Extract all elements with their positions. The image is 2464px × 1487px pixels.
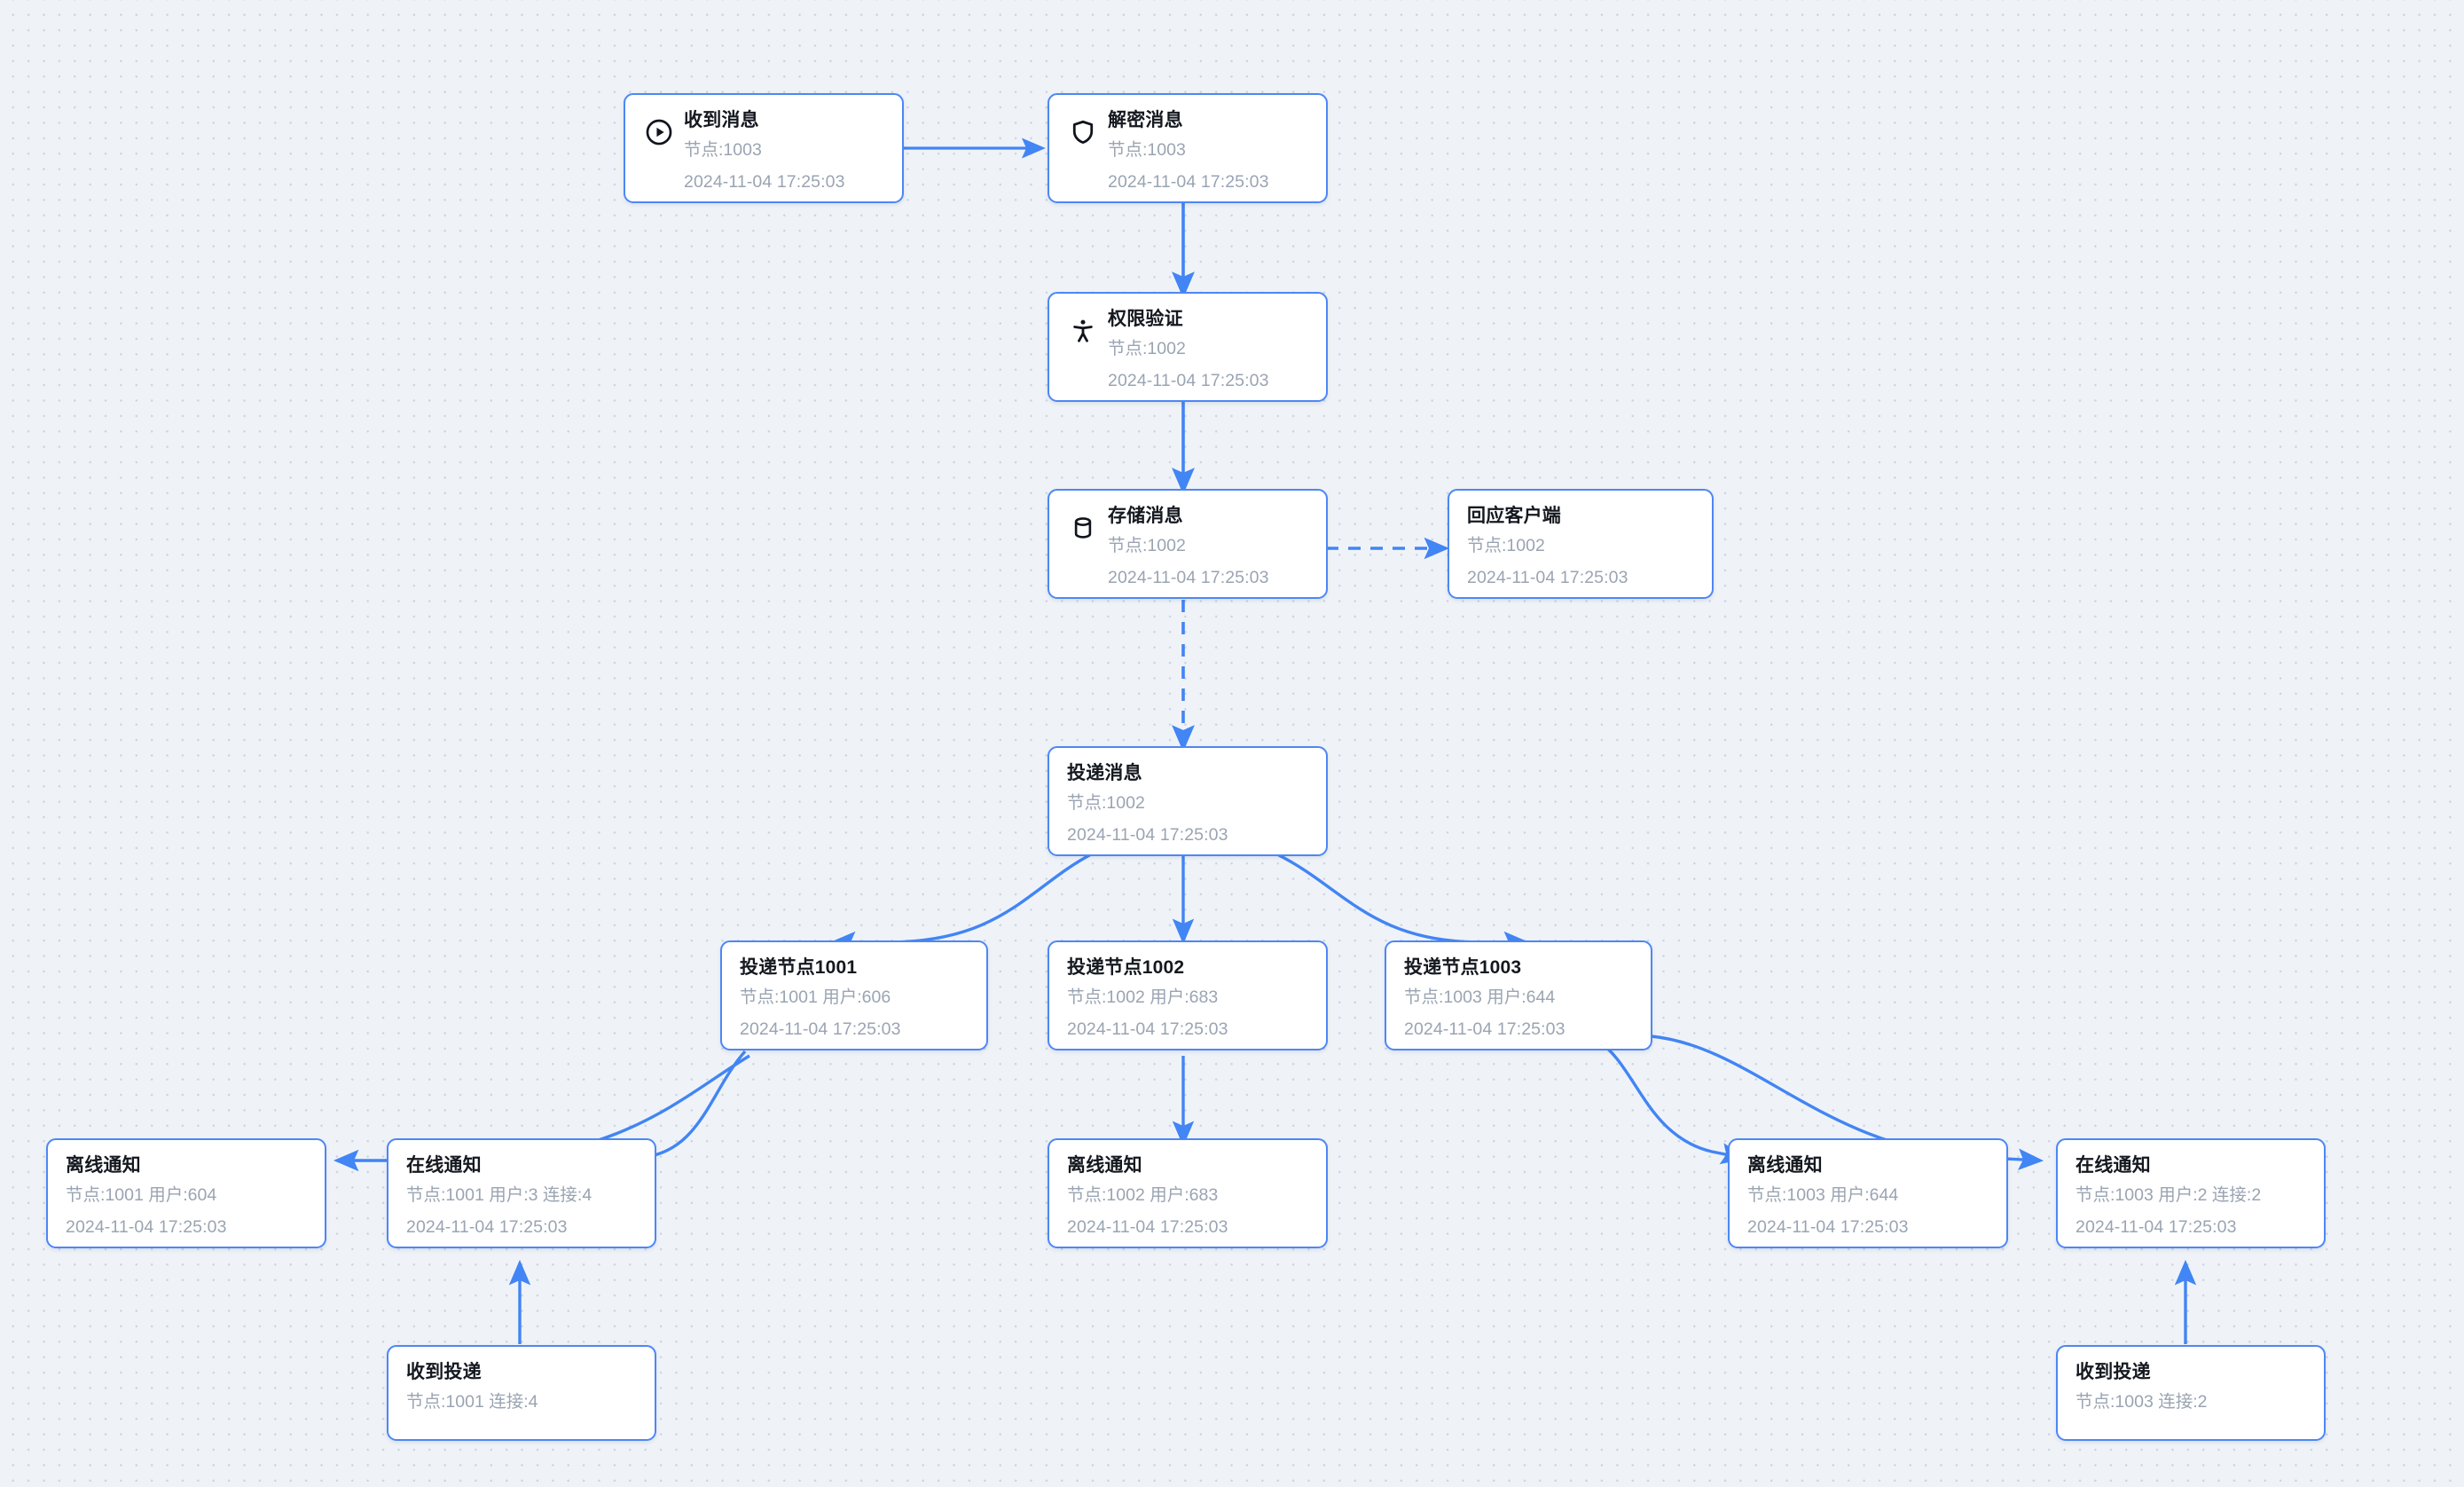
node-title: 投递节点1001 — [740, 957, 858, 978]
node-body: 收到消息 节点:1003 2024-11-04 17:25:03 — [684, 107, 845, 198]
node-reply-client[interactable]: 回应客户端 节点:1002 2024-11-04 17:25:03 — [1448, 489, 1714, 599]
node-time: 2024-11-04 17:25:03 — [66, 1217, 227, 1237]
node-time: 2024-11-04 17:25:03 — [1747, 1217, 1909, 1237]
node-deliver-message[interactable]: 投递消息 节点:1002 2024-11-04 17:25:03 — [1048, 746, 1328, 856]
node-meta: 节点:1002 用户:683 — [1067, 1185, 1219, 1205]
node-title: 投递消息 — [1067, 763, 1142, 783]
node-receive-delivery-1001[interactable]: 收到投递 节点:1001 连接:4 — [387, 1345, 656, 1441]
node-time: 2024-11-04 17:25:03 — [2076, 1217, 2237, 1237]
node-body: 收到投递 节点:1001 连接:4 — [406, 1359, 538, 1418]
node-permission-verify[interactable]: 权限验证 节点:1002 2024-11-04 17:25:03 — [1048, 292, 1328, 402]
node-time: 2024-11-04 17:25:03 — [1108, 172, 1269, 192]
node-meta: 节点:1003 — [1108, 140, 1186, 160]
node-time: 2024-11-04 17:25:03 — [1404, 1019, 1566, 1039]
node-title: 回应客户端 — [1467, 506, 1561, 526]
node-body: 回应客户端 节点:1002 2024-11-04 17:25:03 — [1467, 503, 1628, 594]
node-meta: 节点:1003 — [684, 140, 762, 160]
node-receive-message[interactable]: 收到消息 节点:1003 2024-11-04 17:25:03 — [624, 93, 904, 203]
node-meta: 节点:1001 用户:604 — [66, 1185, 217, 1205]
node-meta: 节点:1001 用户:606 — [740, 987, 891, 1007]
node-body: 离线通知 节点:1002 用户:683 2024-11-04 17:25:03 — [1067, 1153, 1228, 1243]
node-time: 2024-11-04 17:25:03 — [1108, 568, 1269, 587]
node-meta: 节点:1003 连接:2 — [2076, 1392, 2208, 1412]
node-deliver-node-1003[interactable]: 投递节点1003 节点:1003 用户:644 2024-11-04 17:25… — [1385, 940, 1652, 1050]
node-title: 收到消息 — [684, 110, 759, 130]
node-body: 离线通知 节点:1001 用户:604 2024-11-04 17:25:03 — [66, 1153, 227, 1243]
node-title: 存储消息 — [1108, 506, 1183, 526]
node-meta: 节点:1001 用户:3 连接:4 — [406, 1185, 592, 1205]
node-title: 离线通知 — [1747, 1155, 1823, 1176]
node-time: 2024-11-04 17:25:03 — [740, 1019, 901, 1039]
node-title: 在线通知 — [406, 1155, 482, 1176]
node-time: 2024-11-04 17:25:03 — [406, 1217, 568, 1237]
node-title: 收到投递 — [2076, 1362, 2151, 1382]
node-deliver-node-1002[interactable]: 投递节点1002 节点:1002 用户:683 2024-11-04 17:25… — [1048, 940, 1328, 1050]
node-body: 在线通知 节点:1003 用户:2 连接:2 2024-11-04 17:25:… — [2076, 1153, 2261, 1243]
node-time: 2024-11-04 17:25:03 — [684, 172, 845, 192]
node-meta: 节点:1003 用户:2 连接:2 — [2076, 1185, 2262, 1205]
node-body: 投递节点1002 节点:1002 用户:683 2024-11-04 17:25… — [1067, 955, 1228, 1045]
node-meta: 节点:1003 用户:644 — [1404, 987, 1556, 1007]
node-title: 离线通知 — [66, 1155, 141, 1176]
node-body: 权限验证 节点:1002 2024-11-04 17:25:03 — [1108, 306, 1269, 397]
node-title: 权限验证 — [1108, 309, 1183, 329]
node-offline-notify-1003[interactable]: 离线通知 节点:1003 用户:644 2024-11-04 17:25:03 — [1728, 1138, 2008, 1248]
node-meta: 节点:1002 — [1467, 536, 1545, 555]
node-time: 2024-11-04 17:25:03 — [1067, 1019, 1228, 1039]
node-offline-notify-1002[interactable]: 离线通知 节点:1002 用户:683 2024-11-04 17:25:03 — [1048, 1138, 1328, 1248]
node-title: 投递节点1002 — [1067, 957, 1185, 978]
node-body: 存储消息 节点:1002 2024-11-04 17:25:03 — [1108, 503, 1269, 594]
node-body: 在线通知 节点:1001 用户:3 连接:4 2024-11-04 17:25:… — [406, 1153, 592, 1243]
node-time: 2024-11-04 17:25:03 — [1067, 825, 1228, 845]
node-body: 投递节点1003 节点:1003 用户:644 2024-11-04 17:25… — [1404, 955, 1566, 1045]
node-meta: 节点:1002 — [1067, 793, 1145, 813]
node-body: 收到投递 节点:1003 连接:2 — [2076, 1359, 2207, 1418]
node-title: 在线通知 — [2076, 1155, 2151, 1176]
node-title: 投递节点1003 — [1404, 957, 1522, 978]
node-body: 离线通知 节点:1003 用户:644 2024-11-04 17:25:03 — [1747, 1153, 1909, 1243]
node-body: 投递节点1001 节点:1001 用户:606 2024-11-04 17:25… — [740, 955, 901, 1045]
node-offline-notify-1001[interactable]: 离线通知 节点:1001 用户:604 2024-11-04 17:25:03 — [46, 1138, 326, 1248]
play-circle-icon — [640, 113, 679, 152]
node-body: 投递消息 节点:1002 2024-11-04 17:25:03 — [1067, 760, 1228, 851]
node-online-notify-1001[interactable]: 在线通知 节点:1001 用户:3 连接:4 2024-11-04 17:25:… — [387, 1138, 656, 1248]
node-title: 解密消息 — [1108, 110, 1183, 130]
node-meta: 节点:1002 用户:683 — [1067, 987, 1219, 1007]
node-time: 2024-11-04 17:25:03 — [1467, 568, 1628, 587]
node-decrypt-message[interactable]: 解密消息 节点:1003 2024-11-04 17:25:03 — [1048, 93, 1328, 203]
node-meta: 节点:1003 用户:644 — [1747, 1185, 1899, 1205]
node-title: 离线通知 — [1067, 1155, 1142, 1176]
node-time: 2024-11-04 17:25:03 — [1108, 371, 1269, 390]
person-icon — [1063, 311, 1103, 350]
shield-icon — [1063, 113, 1103, 152]
node-meta: 节点:1001 连接:4 — [406, 1392, 538, 1412]
node-meta: 节点:1002 — [1108, 339, 1186, 358]
node-online-notify-1003[interactable]: 在线通知 节点:1003 用户:2 连接:2 2024-11-04 17:25:… — [2056, 1138, 2326, 1248]
database-icon — [1063, 508, 1103, 547]
node-time: 2024-11-04 17:25:03 — [1067, 1217, 1228, 1237]
node-title: 收到投递 — [406, 1362, 482, 1382]
node-body: 解密消息 节点:1003 2024-11-04 17:25:03 — [1108, 107, 1269, 198]
node-meta: 节点:1002 — [1108, 536, 1186, 555]
node-receive-delivery-1003[interactable]: 收到投递 节点:1003 连接:2 — [2056, 1345, 2326, 1441]
node-deliver-node-1001[interactable]: 投递节点1001 节点:1001 用户:606 2024-11-04 17:25… — [720, 940, 988, 1050]
node-store-message[interactable]: 存储消息 节点:1002 2024-11-04 17:25:03 — [1048, 489, 1328, 599]
